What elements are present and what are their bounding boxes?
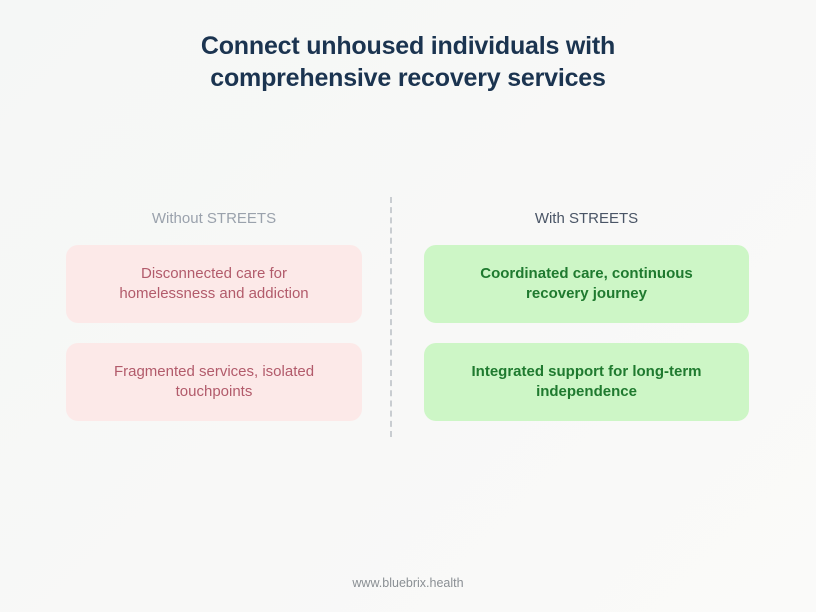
column-header-without-streets: Without STREETS <box>151 210 277 227</box>
positive-card-integrated-support-text: Integrated support for long-term indepen… <box>471 363 702 400</box>
positive-card-coordinated-care: Coordinated care, continuous recovery jo… <box>424 245 749 323</box>
positive-card-coordinated-care-text: Coordinated care, continuous recovery jo… <box>480 265 693 302</box>
negative-card-disconnected-care: Disconnected care for homelessness and a… <box>66 245 362 323</box>
negative-card-disconnected-care-text: Disconnected care for homelessness and a… <box>119 265 309 302</box>
negative-card-fragmented-services: Fragmented services, isolated touchpoint… <box>66 343 362 421</box>
dashed-column-divider <box>390 197 392 437</box>
footer-url: www.bluebrix.health <box>352 576 464 590</box>
negative-card-fragmented-services-text: Fragmented services, isolated touchpoint… <box>113 363 315 400</box>
page-title: Connect unhoused individuals with compre… <box>200 32 616 92</box>
column-header-with-streets: With STREETS <box>534 210 639 227</box>
positive-card-integrated-support: Integrated support for long-term indepen… <box>424 343 749 421</box>
